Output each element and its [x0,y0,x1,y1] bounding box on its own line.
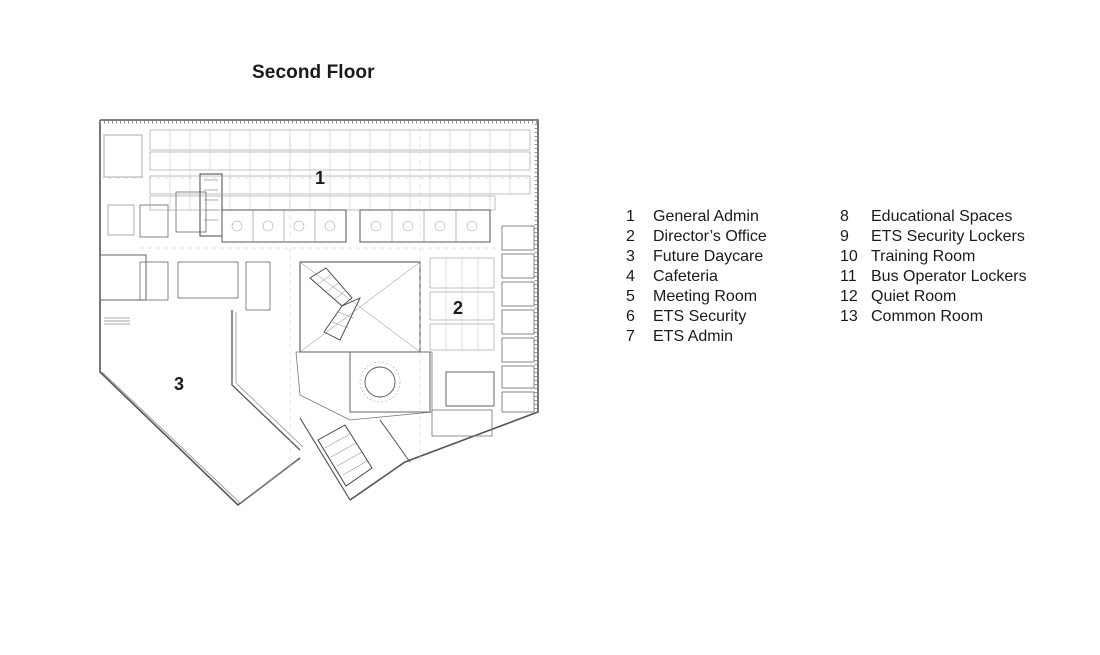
legend-number: 10 [840,248,858,265]
legend-item: 11 Bus Operator Lockers [840,267,1027,287]
legend-label: ETS Security Lockers [871,228,1025,245]
legend-item: 4 Cafeteria [626,267,767,287]
legend-item: 3 Future Daycare [626,247,767,267]
legend-number: 4 [626,268,635,285]
legend-column-2: 8 Educational Spaces 9 ETS Security Locker… [840,207,1027,327]
legend-label: Bus Operator Lockers [871,268,1027,285]
legend-number: 3 [626,248,635,265]
legend-item: 1 General Admin [626,207,767,227]
legend-label: Cafeteria [653,268,718,285]
legend-label: Quiet Room [871,288,957,305]
floor-plan: 1 2 3 [99,119,540,507]
zone-label: 2 [453,298,463,318]
page-title: Second Floor [252,62,375,83]
legend-number: 5 [626,288,635,305]
plan-background [99,119,540,507]
legend-label: ETS Security [653,308,747,325]
legend-number: 13 [840,308,858,325]
legend-number: 12 [840,288,858,305]
legend-item: 9 ETS Security Lockers [840,227,1027,247]
legend-label: Educational Spaces [871,208,1013,225]
zone-label: 1 [315,168,325,188]
legend-label: Common Room [871,308,984,325]
legend-number: 7 [626,328,635,345]
legend-item: 12 Quiet Room [840,287,1027,307]
legend-item: 7 ETS Admin [626,327,767,347]
legend-label: Training Room [871,248,976,265]
legend-item: 5 Meeting Room [626,287,767,307]
legend-item: 8 Educational Spaces [840,207,1027,227]
legend-number: 1 [626,208,635,225]
zone-label: 3 [174,374,184,394]
legend-column-1: 1 General Admin 2 Director’s Office 3 Futur… [626,207,767,347]
legend-number: 8 [840,208,849,225]
legend-number: 11 [840,268,857,285]
legend-number: 6 [626,308,635,325]
legend-label: Meeting Room [653,288,758,305]
legend-label: ETS Admin [653,328,734,345]
legend-item: 2 Director’s Office [626,227,767,247]
legend-item: 10 Training Room [840,247,1027,267]
legend-label: Director’s Office [653,228,767,245]
legend-label: Future Daycare [653,248,764,265]
legend-number: 2 [626,228,635,245]
legend-item: 13 Common Room [840,307,1027,327]
legend-number: 9 [840,228,849,245]
legend-label: General Admin [653,208,759,225]
legend-item: 6 ETS Security [626,307,767,327]
